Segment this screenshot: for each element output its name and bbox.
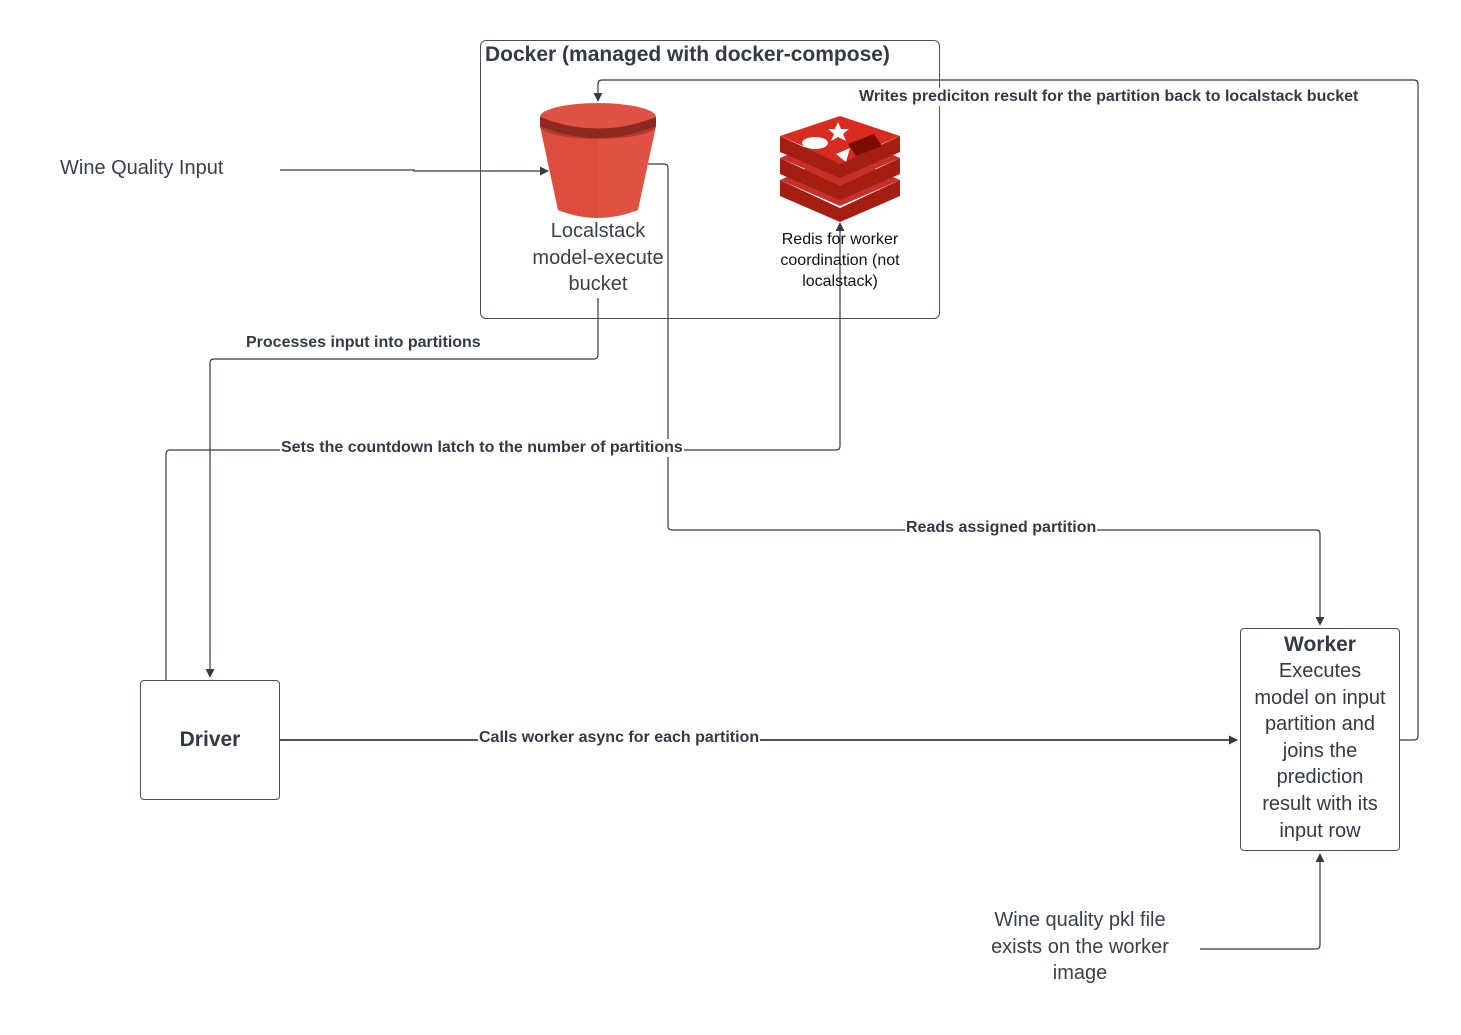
worker-desc-line: prediction: [1276, 766, 1364, 789]
pkl-note: Wine quality pkl file exists on the work…: [960, 907, 1200, 987]
edge-writes: [593, 79, 1419, 741]
edge-label-processes: Processes input into partitions: [245, 334, 482, 352]
edge-reads: [648, 163, 1325, 626]
redis-label-line: localstack): [802, 273, 878, 290]
edge-input-to-bucket: [280, 166, 549, 176]
edge-processes: [205, 298, 599, 678]
edge-label-countdown: Sets the countdown latch to the number o…: [280, 439, 684, 457]
worker-desc-line: input row: [1279, 819, 1361, 842]
pkl-note-line: image: [1052, 962, 1108, 984]
worker-desc-line: joins the: [1282, 739, 1358, 762]
bucket-label: Localstack model-execute bucket: [508, 218, 688, 298]
worker-title: Worker: [1284, 633, 1356, 656]
worker-desc-line: result with its: [1262, 792, 1378, 815]
edge-label-calls: Calls worker async for each partition: [478, 729, 761, 747]
edge-label-reads: Reads assigned partition: [905, 519, 1098, 537]
edge-pkl: [1200, 853, 1325, 950]
wine-quality-input: Wine Quality Input: [60, 157, 224, 179]
worker-desc-line: Executes: [1278, 660, 1362, 682]
worker-desc-line: model on input: [1254, 686, 1386, 709]
pkl-note-line: exists on the worker: [991, 935, 1169, 958]
worker-description: Executes model on input partition and jo…: [1241, 658, 1399, 844]
redis-icon: [780, 116, 900, 222]
docker-title: Docker (managed with docker-compose): [485, 43, 890, 66]
driver-label: Driver: [179, 728, 241, 751]
docker-container: [480, 40, 940, 319]
bucket-label-line: bucket: [568, 273, 628, 295]
edge-label-writes: Writes prediciton result for the partiti…: [858, 88, 1360, 106]
worker-desc-line: partition and: [1264, 713, 1376, 736]
pkl-note-line: Wine quality pkl file: [994, 909, 1166, 931]
s3-bucket-icon: [540, 103, 656, 218]
bucket-label-line: Localstack: [550, 220, 646, 242]
driver-node: Driver: [140, 680, 280, 800]
worker-node: Worker Executes model on input partition…: [1240, 628, 1400, 851]
redis-label-line: Redis for worker: [781, 231, 899, 248]
bucket-label-line: model-execute: [532, 246, 664, 269]
redis-label-line: coordination (not: [780, 252, 900, 269]
redis-label: Redis for worker coordination (not local…: [755, 229, 925, 292]
